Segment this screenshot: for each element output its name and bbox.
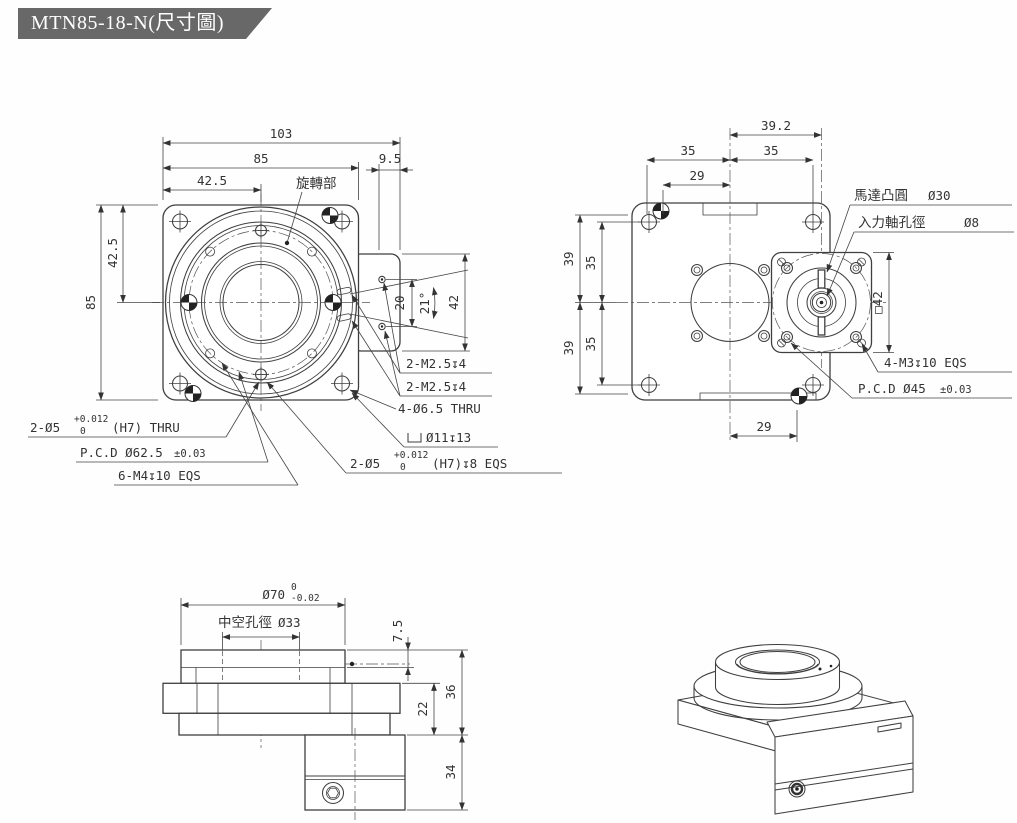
side-view: Ø70 0 -0.02 中空孔徑 Ø33 7.5 22 36 34 xyxy=(162,582,468,820)
title-banner: MTN85-18-N(尺寸圖) xyxy=(18,8,272,39)
front-dimension-lines xyxy=(98,140,469,401)
dim-flange-tol-upper: 0 xyxy=(291,582,297,593)
counterbore-icon xyxy=(407,433,422,443)
note-mount-text: 4-M3↧10 EQS xyxy=(884,355,967,370)
coupling-slot-top xyxy=(817,269,826,289)
dim-tab-offset: 9.5 xyxy=(379,151,402,166)
iso-motor-front xyxy=(774,715,914,815)
rotating-part-label: 旋轉部 xyxy=(296,176,337,192)
dim-29-top: 29 xyxy=(689,168,704,183)
drawing-title: MTN85-18-N(尺寸圖) xyxy=(31,12,225,34)
rear-dimension-lines xyxy=(577,132,892,439)
dim-body-width: 85 xyxy=(253,151,268,166)
dim-shaft-offset: 39.2 xyxy=(761,118,791,133)
dim-hole-spacing: 20 xyxy=(392,295,407,310)
note-dowel-rear: 2-Ø5 +0.012 0 (H7)↧8 EQS xyxy=(266,381,562,474)
tab-holes-m25 xyxy=(378,275,386,331)
slot-features xyxy=(336,286,352,322)
note-m25-upper-text: 2-M2.5↧4 xyxy=(406,356,466,371)
note-input-shaft-value: Ø8 xyxy=(964,215,979,230)
side-dimension-lines xyxy=(180,602,465,811)
dim-35-top-left: 35 xyxy=(680,143,695,158)
dim-body-height: 85 xyxy=(83,295,98,310)
rear-extension-lines xyxy=(575,165,894,442)
datum-target-symbol xyxy=(652,202,670,220)
note-bore-value: Ø33 xyxy=(278,615,301,630)
input-shaft-hole xyxy=(811,292,832,313)
note-pcd-45: P.C.D Ø45 ±0.03 xyxy=(790,342,1012,399)
note-mount: 4-M3↧10 EQS xyxy=(861,343,1012,373)
dim-half-width: 42.5 xyxy=(197,173,227,188)
note-m25-lower-text: 2-M2.5↧4 xyxy=(406,379,466,394)
dim-lip-height: 7.5 xyxy=(390,620,405,643)
dim-35-left-lower: 35 xyxy=(583,336,598,351)
note-pcd-text: P.C.D Ø62.5 xyxy=(80,445,163,460)
dim-39-left-lower: 39 xyxy=(561,340,576,355)
motor-flange xyxy=(770,251,873,354)
note-dowel-front-suffix: (H7) THRU xyxy=(112,420,180,435)
note-corner-holes-text: 4-Ø6.5 THRU xyxy=(398,401,481,416)
note-pcd-45-tol: ±0.03 xyxy=(940,384,972,396)
dim-half-height: 42.5 xyxy=(105,238,120,268)
note-dowel-rear-tol-upper: +0.012 xyxy=(394,450,428,461)
dim-tab-height: 42 xyxy=(446,295,461,310)
dim-flange-tol-lower: -0.02 xyxy=(291,593,320,604)
note-dowel-front-tol-upper: +0.012 xyxy=(74,414,108,425)
housing-upper-profile xyxy=(162,682,401,714)
note-pcd-45-text: P.C.D Ø45 xyxy=(858,381,926,396)
dim-29-bottom: 29 xyxy=(756,419,771,434)
dim-square-42: □42 xyxy=(870,291,885,314)
note-counterbore-text: Ø11↧13 xyxy=(426,430,471,445)
dowel-holes xyxy=(253,222,269,383)
note-motor-boss-value: Ø30 xyxy=(928,188,951,203)
note-motor-boss-label: 馬達凸圓 xyxy=(854,188,908,204)
note-m25-upper: 2-M2.5↧4 xyxy=(351,282,492,374)
note-pcd: P.C.D Ø62.5 ±0.03 xyxy=(76,371,269,463)
rear-corner-holes xyxy=(638,211,824,396)
dim-35-top-right: 35 xyxy=(763,143,778,158)
iso-motor-screw xyxy=(788,780,806,798)
note-tap-text: 6-M4↧10 EQS xyxy=(118,468,201,483)
dim-housing-height: 22 xyxy=(415,701,430,716)
note-dowel-rear-tol-lower: 0 xyxy=(400,462,406,473)
motor-mount-holes xyxy=(780,261,863,344)
dim-stack-height: 36 xyxy=(443,684,458,699)
iso-motor-slot xyxy=(877,722,902,733)
note-bore-label: 中空孔徑 xyxy=(218,615,272,631)
note-counterbore: Ø11↧13 xyxy=(351,392,498,448)
note-tap: 6-M4↧10 EQS xyxy=(114,362,299,486)
motor-screw xyxy=(321,781,345,805)
rim-holes xyxy=(690,263,771,343)
coupling-slot-bottom xyxy=(817,316,826,336)
rear-view: 39.2 35 35 29 39 39 35 35 □42 29 馬達凸圓 Ø3… xyxy=(561,118,1014,442)
note-dowel-front-prefix: 2-Ø5 xyxy=(30,420,60,435)
rotating-part-leader xyxy=(286,191,303,244)
note-motor-boss: 馬達凸圓 Ø30 xyxy=(826,188,1012,273)
motor-boss-circle xyxy=(786,267,857,338)
note-input-shaft-label: 入力軸孔徑 xyxy=(858,215,926,231)
note-dowel-rear-suffix: (H7)↧8 EQS xyxy=(432,456,507,471)
isometric-view xyxy=(677,643,914,815)
front-extension-lines xyxy=(96,137,470,401)
tapped-holes-m4 xyxy=(205,246,317,359)
dim-total-width: 103 xyxy=(270,126,293,141)
flange-profile xyxy=(180,649,346,684)
note-input-shaft: 入力軸孔徑 Ø8 xyxy=(826,215,1014,297)
dim-hole-angle: 21° xyxy=(417,292,432,315)
note-dowel-front-tol-lower: 0 xyxy=(80,426,86,437)
dim-flange-dia: Ø70 xyxy=(262,587,285,602)
note-dowel-rear-prefix: 2-Ø5 xyxy=(350,456,380,471)
leader-dot xyxy=(284,240,290,246)
datum-target-symbol xyxy=(790,387,808,405)
note-pcd-tol: ±0.03 xyxy=(174,448,206,460)
note-dowel-front: 2-Ø5 +0.012 0 (H7) THRU xyxy=(28,381,260,438)
dim-motor-height: 34 xyxy=(443,764,458,779)
dim-35-left-upper: 35 xyxy=(583,255,598,270)
front-view: 103 85 42.5 9.5 85 42.5 20 21° 42 旋轉部 2-… xyxy=(28,126,562,486)
dim-39-left-upper: 39 xyxy=(561,251,576,266)
iso-cylinder-top xyxy=(714,643,841,681)
note-m25-lower: 2-M2.5↧4 xyxy=(351,320,492,397)
housing-lower-profile xyxy=(178,712,391,736)
